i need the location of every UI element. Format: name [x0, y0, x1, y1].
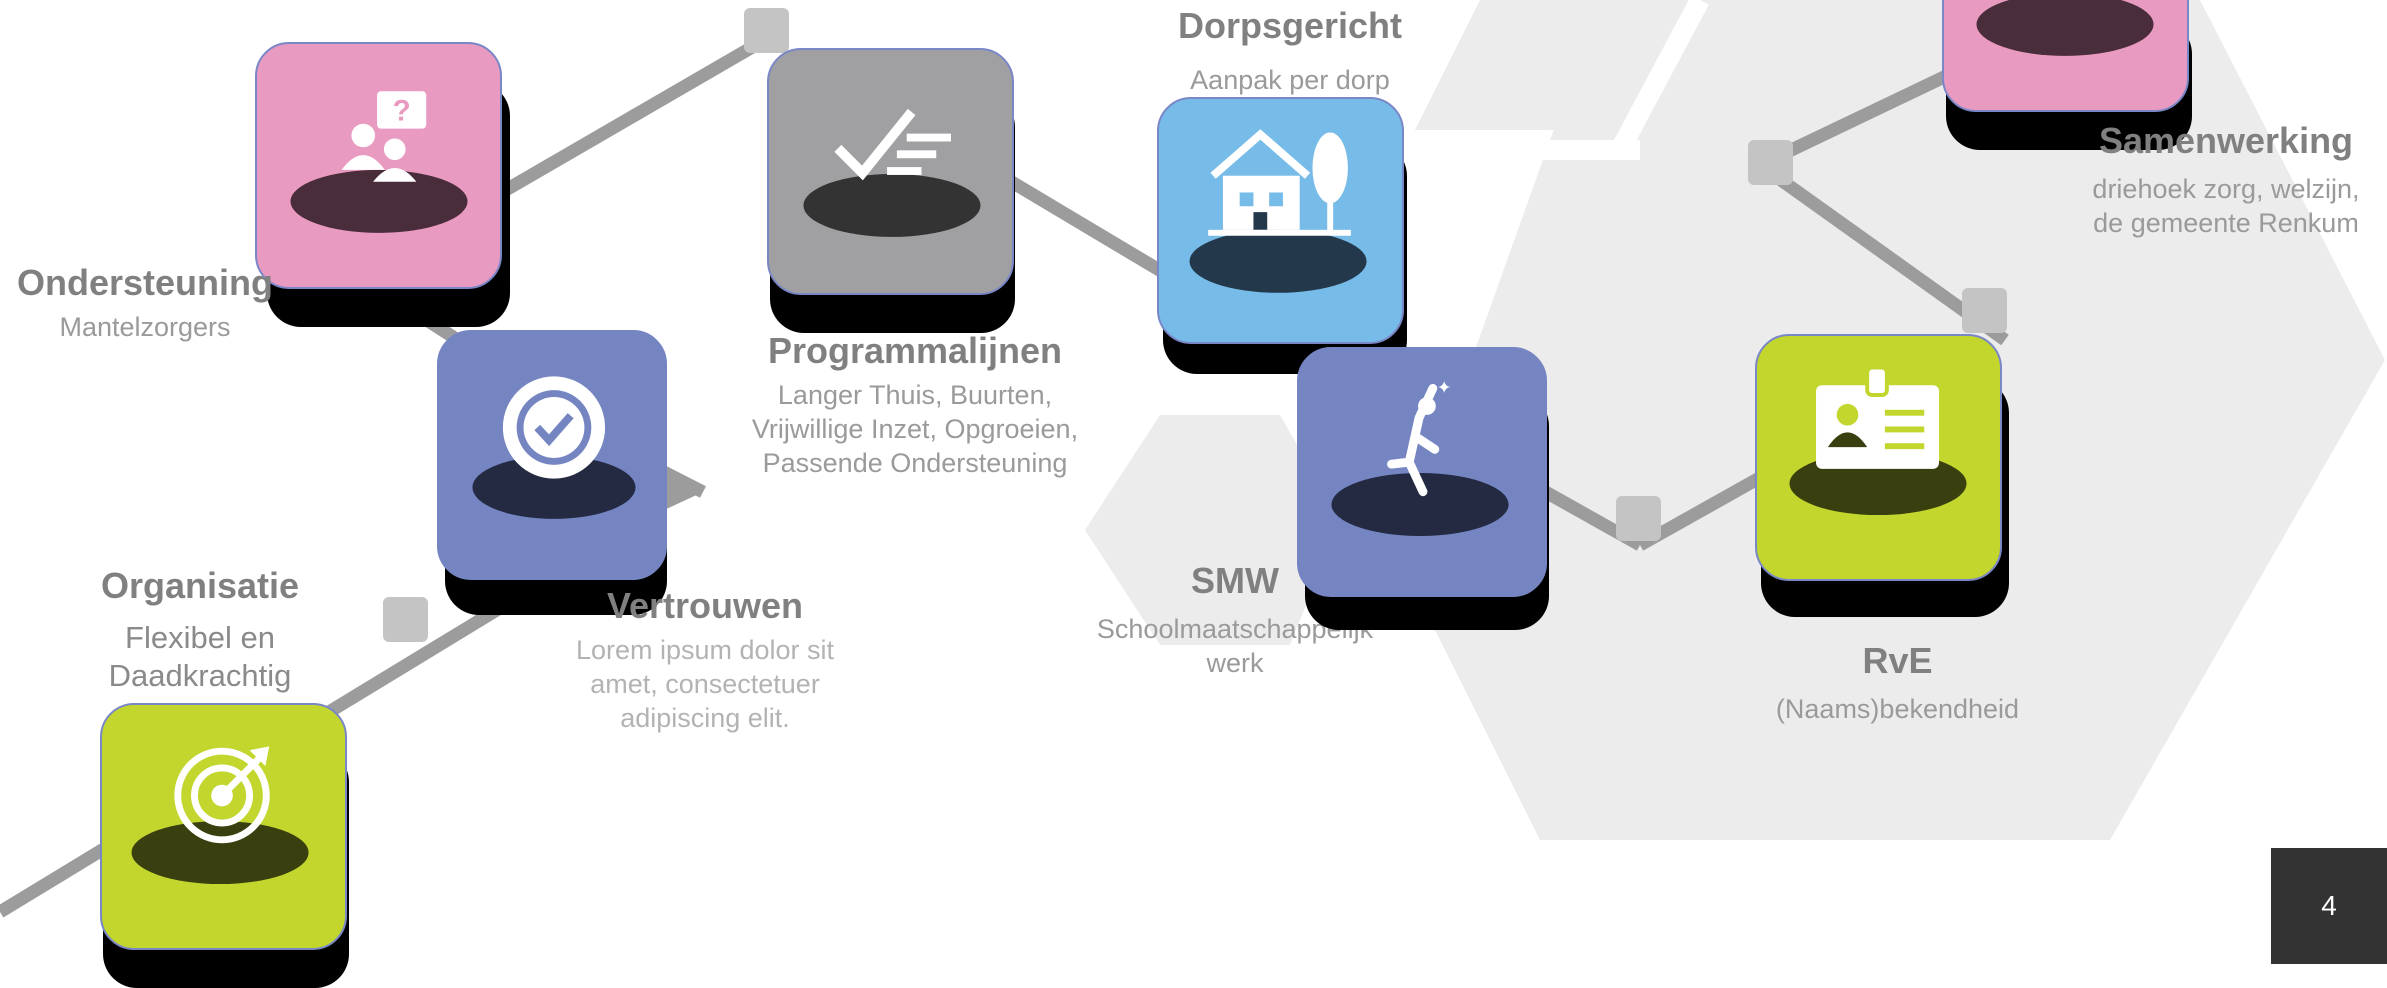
label-dorpsgericht: Dorpsgericht Aanpak per dorp	[1130, 5, 1450, 97]
node-subtitle: driehoek zorg, welzijn, de gemeente Renk…	[2092, 174, 2360, 238]
id-card-icon	[1789, 365, 1967, 516]
node-rve	[1755, 334, 2010, 622]
node-title: Programmalijnen	[767, 330, 1063, 371]
node-subtitle: Mantelzorgers	[59, 312, 231, 342]
svg-text:?: ?	[393, 95, 411, 128]
node-title: Vertrouwen	[606, 585, 804, 626]
label-rve: RvE (Naams)bekendheid	[1730, 640, 2065, 726]
background-hexagon-top	[1415, 0, 1690, 130]
node-smw: ✦	[1297, 347, 1549, 635]
tile-rve	[1755, 334, 2002, 581]
page-number: 4	[2271, 848, 2387, 964]
node-vertrouwen	[437, 330, 672, 620]
background-hexagon-small	[1085, 415, 1340, 645]
node-subtitle: (Naams)bekendheid	[1775, 694, 2020, 724]
node-dorpsgericht	[1157, 97, 1407, 379]
path-markers	[383, 8, 2007, 642]
node-subtitle: Aanpak per dorp	[1190, 65, 1390, 95]
tile-vertrouwen	[437, 330, 667, 580]
handshake-icon	[1976, 0, 2154, 56]
node-ondersteuning: ?	[255, 42, 513, 332]
node-title: SMW	[1191, 560, 1279, 601]
tile-dorpsgericht	[1157, 97, 1404, 344]
node-title: Dorpsgericht	[1177, 5, 1403, 46]
node-subtitle: Lorem ipsum dolor sit amet, consectetuer…	[575, 635, 835, 733]
badge-check-icon	[472, 376, 636, 519]
tile-programmalijnen	[767, 48, 1014, 295]
label-smw: SMW Schoolmaatschappelijk werk	[1080, 560, 1390, 680]
label-programmalijnen: Programmalijnen Langer Thuis, Buurten, V…	[740, 330, 1090, 480]
node-title: Ondersteuning	[16, 262, 273, 303]
house-tree-icon	[1189, 129, 1367, 293]
label-samenwerking: Samenwerking driehoek zorg, welzijn, de …	[2065, 120, 2387, 240]
label-organisatie: Organisatie Flexibel en Daadkrachtig	[55, 565, 345, 695]
people-question-icon: ?	[290, 91, 468, 233]
node-samenwerking	[1942, 0, 2192, 150]
node-subtitle: Flexibel en Daadkrachtig	[108, 620, 292, 693]
tile-ondersteuning: ?	[255, 42, 502, 289]
node-title: RvE	[1862, 640, 1933, 681]
tile-organisatie	[100, 703, 347, 950]
node-organisatie	[100, 703, 350, 988]
reaching-person-icon: ✦	[1331, 378, 1509, 536]
label-ondersteuning: Ondersteuning Mantelzorgers	[0, 262, 290, 344]
checklist-icon	[803, 108, 981, 237]
svg-text:✦: ✦	[1437, 378, 1452, 398]
tile-samenwerking	[1942, 0, 2189, 112]
node-subtitle: Langer Thuis, Buurten, Vrijwillige Inzet…	[751, 380, 1079, 478]
target-icon	[131, 746, 309, 885]
node-title: Samenwerking	[2098, 120, 2354, 161]
node-programmalijnen	[767, 48, 1017, 338]
tile-smw: ✦	[1297, 347, 1547, 597]
node-title: Organisatie	[100, 565, 300, 606]
label-vertrouwen: Vertrouwen Lorem ipsum dolor sit amet, c…	[560, 585, 850, 735]
